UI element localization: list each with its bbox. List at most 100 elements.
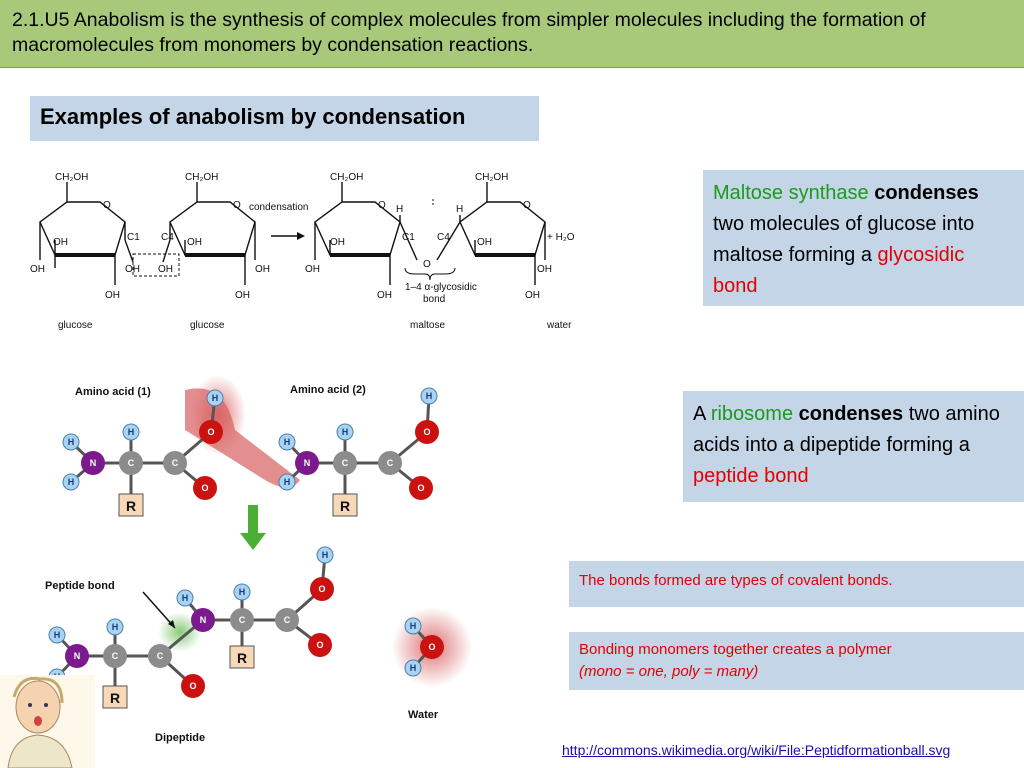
objective-banner: 2.1.U5 Anabolism is the synthesis of com… — [0, 0, 1024, 68]
oh-label: OH — [105, 290, 120, 301]
oh-label: OH — [158, 264, 173, 275]
box-text: two molecules of glucose into maltose fo… — [713, 213, 975, 266]
oh-label: OH — [525, 290, 540, 301]
atom-h: H — [182, 593, 189, 603]
caption-glucose: glucose — [190, 320, 225, 331]
water-label: Water — [408, 709, 439, 721]
atom-c: C — [342, 458, 349, 468]
atom-c: C — [284, 615, 291, 625]
box-text: two amino acids into a dipeptide forming… — [693, 403, 1000, 456]
atom-h: H — [284, 437, 291, 447]
atom-c: C — [239, 615, 246, 625]
verb: condenses — [874, 182, 979, 204]
enzyme-name: ribosome — [710, 403, 794, 425]
atom-o: O — [423, 427, 430, 437]
atom-n: N — [90, 458, 97, 468]
atom-h: H — [128, 427, 135, 437]
oh-label: OH — [125, 264, 140, 275]
atom-o: O — [189, 681, 196, 691]
atom-h: H — [68, 477, 75, 487]
atom-n: N — [304, 458, 311, 468]
peptide-formation-diagram: H H N H C R C O H O H H N H C R C O H O … — [45, 375, 472, 744]
c4-label: C4 — [161, 232, 174, 243]
r-group: R — [340, 498, 350, 514]
character-illustration — [0, 675, 95, 768]
covalent-bonds-box: The bonds formed are types of covalent b… — [569, 561, 1024, 607]
ring-o-label: O — [523, 200, 531, 211]
ring-o-label: O — [103, 200, 111, 211]
oh-label: OH — [53, 237, 68, 248]
atom-h: H — [54, 630, 61, 640]
box-text: Bonding monomers together creates a poly… — [579, 641, 892, 658]
enzyme-name: Maltose synthase — [713, 182, 869, 204]
glycosidic-o-label: O — [423, 259, 431, 270]
caption-maltose: maltose — [410, 320, 445, 331]
oh-label: OH — [30, 264, 45, 275]
atom-h: H — [212, 393, 219, 403]
box-note: (mono = one, poly = many) — [579, 663, 759, 680]
ring-o-label: O — [233, 200, 241, 211]
ribosome-box: A ribosome condenses two amino acids int… — [683, 391, 1024, 502]
bond-name: peptide bond — [693, 465, 809, 487]
r-group: R — [126, 498, 136, 514]
condensation-label: condensation — [249, 202, 309, 213]
maltose-synthase-box: Maltose synthase condenses two molecules… — [703, 170, 1024, 306]
glycosidic-bond-label: bond — [423, 294, 445, 305]
oh-label: OH — [537, 264, 552, 275]
dipeptide-label: Dipeptide — [155, 732, 205, 744]
atom-h: H — [342, 427, 349, 437]
oh-label: OH — [477, 237, 492, 248]
c1-label: C1 — [402, 232, 415, 243]
section-title: Examples of anabolism by condensation — [30, 96, 539, 141]
atom-o: O — [201, 483, 208, 493]
section-title-text: Examples of anabolism by condensation — [40, 104, 466, 129]
atom-n: N — [74, 651, 81, 661]
maltose-condensation-diagram: CH₂OH CH₂OH CH₂OH CH₂OH O O O O C1 C4 C1… — [30, 172, 575, 331]
objective-text: 2.1.U5 Anabolism is the synthesis of com… — [12, 9, 926, 56]
oh-label: OH — [330, 237, 345, 248]
ch2oh-label: CH₂OH — [475, 172, 508, 183]
oh-label: OH — [377, 290, 392, 301]
ch2oh-label: CH₂OH — [55, 172, 88, 183]
atom-o: O — [428, 642, 435, 652]
atom-o: O — [207, 427, 214, 437]
h-label: H — [396, 204, 403, 215]
source-link[interactable]: http://commons.wikimedia.org/wiki/File:P… — [562, 742, 951, 758]
verb: condenses — [798, 403, 904, 425]
atom-h: H — [68, 437, 75, 447]
ch2oh-label: CH₂OH — [330, 172, 363, 183]
polymer-box: Bonding monomers together creates a poly… — [569, 632, 1024, 690]
oh-label: OH — [305, 264, 320, 275]
caption-water: water — [546, 320, 572, 331]
bond-name: glycosidic bond — [713, 244, 965, 297]
box-text: The bonds formed are types of covalent b… — [579, 572, 893, 589]
atom-n: N — [200, 615, 207, 625]
atom-c: C — [172, 458, 179, 468]
r-group: R — [237, 650, 247, 666]
atom-h: H — [112, 622, 119, 632]
atom-c: C — [112, 651, 119, 661]
h-label: H — [456, 204, 463, 215]
atom-h: H — [410, 621, 417, 631]
atom-h: H — [410, 663, 417, 673]
oh-label: OH — [187, 237, 202, 248]
amino-acid-1-label: Amino acid (1) — [75, 386, 151, 398]
down-arrow-icon — [240, 505, 266, 550]
glycosidic-bond-label: 1–4 α-glycosidic — [405, 282, 477, 293]
ring-o-label: O — [378, 200, 386, 211]
box-prefix: A — [693, 403, 706, 425]
atom-c: C — [387, 458, 394, 468]
atom-c: C — [157, 651, 164, 661]
ch2oh-label: CH₂OH — [185, 172, 218, 183]
oh-label: OH — [255, 264, 270, 275]
c4-label: C4 — [437, 232, 450, 243]
oh-label: OH — [235, 290, 250, 301]
atom-h: H — [322, 550, 329, 560]
peptide-bond-label: Peptide bond — [45, 580, 115, 592]
atom-c: C — [128, 458, 135, 468]
caption-glucose: glucose — [58, 320, 93, 331]
c1-label: C1 — [127, 232, 140, 243]
amino-acid-2-label: Amino acid (2) — [290, 384, 366, 396]
condensation-arrow-icon — [271, 232, 305, 240]
atom-h: H — [284, 477, 291, 487]
